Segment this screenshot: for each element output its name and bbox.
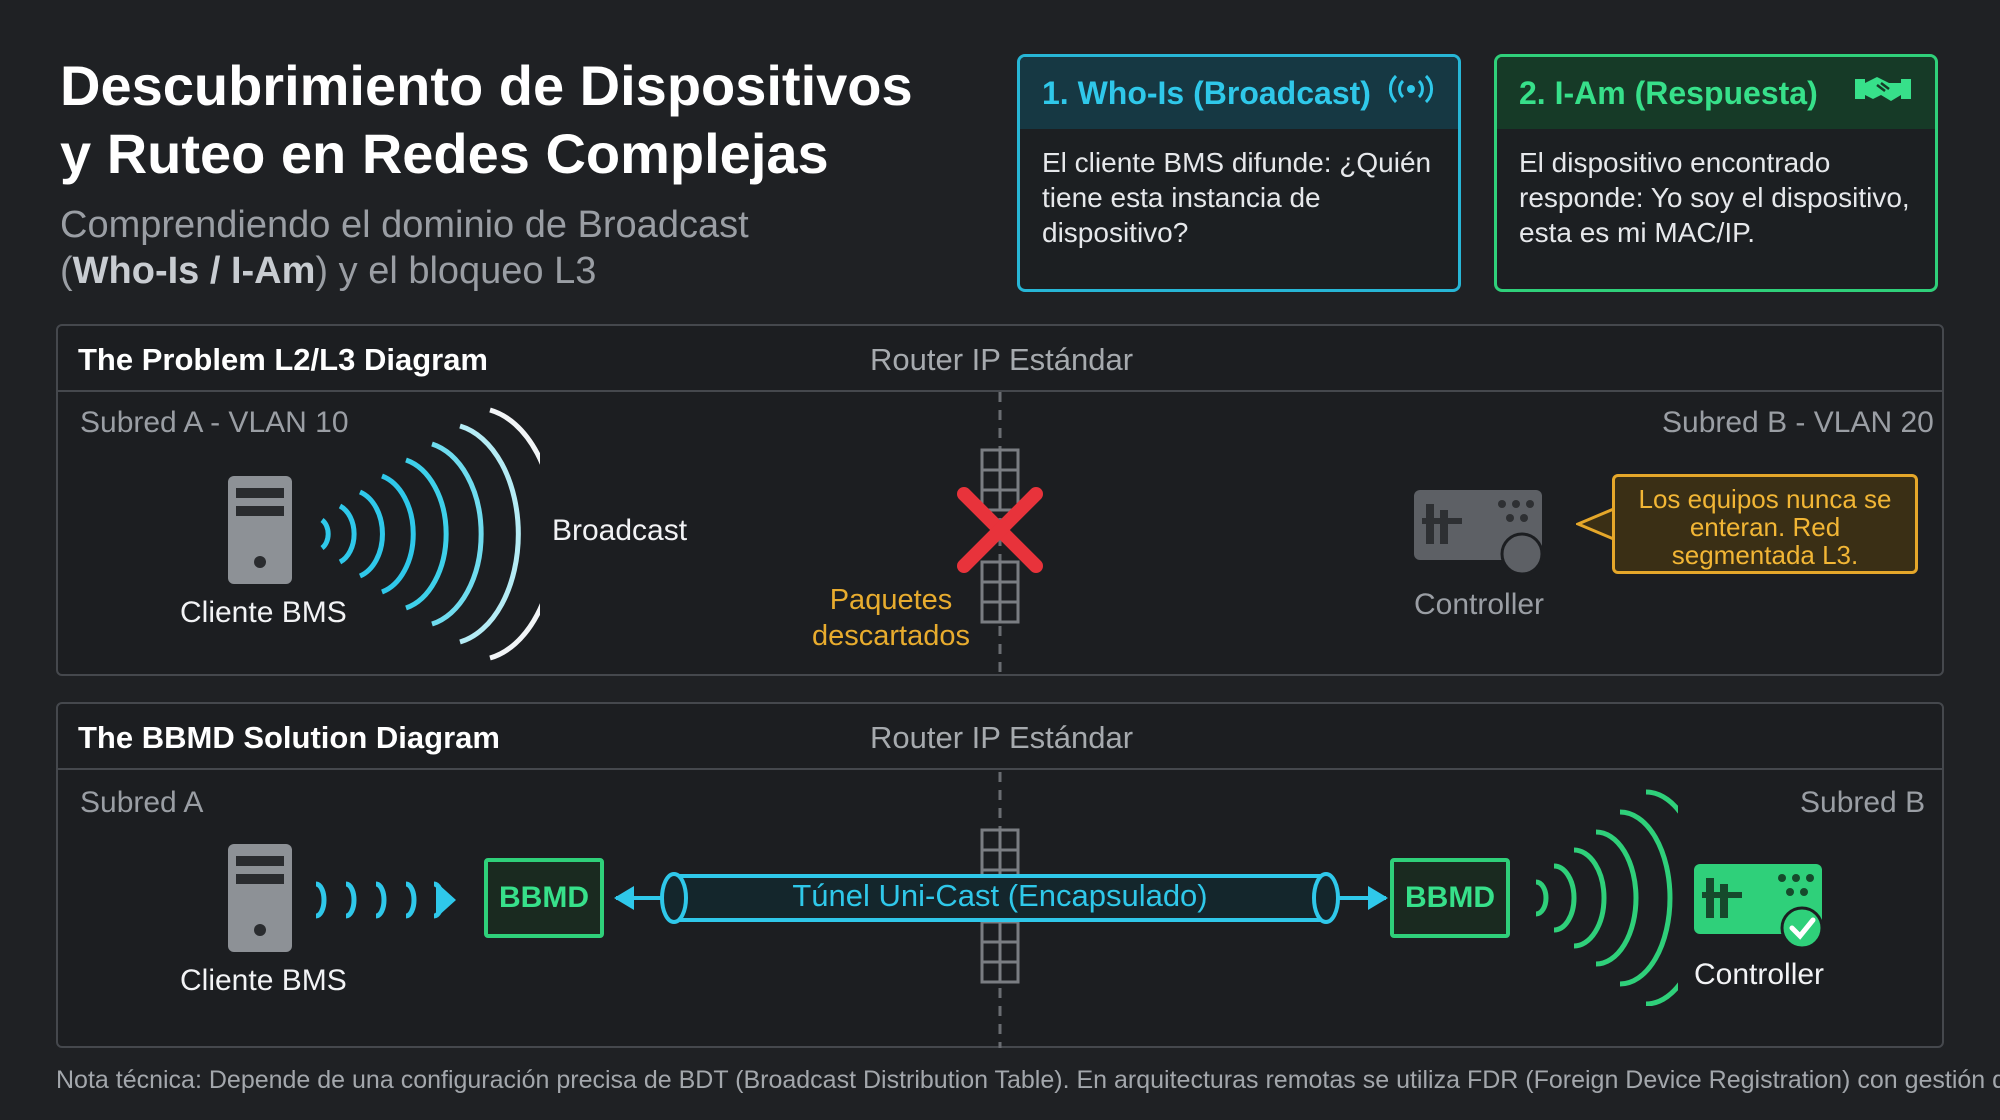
dropped-packets-label: Paquetes descartados [812, 584, 970, 652]
title-line-2: y Ruteo en Redes Complejas [60, 122, 829, 185]
blocked-x-icon [956, 486, 1044, 579]
problem-subnet-a-label: Subred A - VLAN 10 [80, 406, 349, 439]
i-am-card-body: El dispositivo encontrado responde: Yo s… [1519, 147, 1910, 248]
problem-client-label: Cliente BMS [180, 596, 347, 629]
tunnel-label: Túnel Uni-Cast (Encapsulado) [792, 878, 1208, 913]
page-title: Descubrimiento de Dispositivos y Ruteo e… [60, 52, 960, 188]
subtitle-rest: ) y el bloqueo L3 [315, 250, 597, 292]
problem-subnet-b-label: Subred B - VLAN 20 [1662, 406, 1934, 439]
who-is-card-body: El cliente BMS difunde: ¿Quién tiene est… [1042, 147, 1432, 248]
solution-subnet-b-label: Subred B [1800, 786, 1926, 819]
subtitle-line-1: Comprendiendo el dominio de Broadcast [60, 204, 749, 246]
broadcast-icon [1386, 72, 1436, 114]
problem-panel-header: The Problem L2/L3 Diagram Router IP Está… [58, 326, 1942, 392]
technical-note: Nota técnica: Depende de una configuraci… [56, 1066, 2000, 1094]
signal-waves-icon [310, 870, 470, 935]
solution-panel-title: The BBMD Solution Diagram [78, 720, 500, 755]
server-icon [226, 842, 294, 959]
page-subtitle: Comprendiendo el dominio de Broadcast (W… [60, 202, 960, 294]
subtitle-open: ( [60, 250, 73, 292]
solution-client-label: Cliente BMS [180, 964, 347, 997]
solution-router-label: Router IP Estándar [870, 720, 1134, 755]
bbmd-left-box: BBMD [484, 858, 604, 938]
who-is-card-title: 1. Who-Is (Broadcast) [1042, 74, 1371, 111]
bbmd-right-box: BBMD [1390, 858, 1510, 938]
i-am-card: 2. I-Am (Respuesta) El dispositivo encon… [1494, 54, 1938, 292]
rebroadcast-waves-icon [1528, 786, 1707, 1011]
controller-icon-grey [1412, 488, 1546, 583]
unicast-tunnel [612, 862, 1390, 939]
controller-icon-green [1692, 862, 1826, 957]
who-is-card: 1. Who-Is (Broadcast) El cliente BMS dif… [1017, 54, 1461, 292]
handshake-icon [1853, 71, 1913, 115]
solution-controller-label: Controller [1694, 958, 1825, 991]
broadcast-label: Broadcast [552, 514, 688, 547]
solution-panel-header: The BBMD Solution Diagram Router IP Está… [58, 704, 1942, 770]
who-is-card-header: 1. Who-Is (Broadcast) [1020, 57, 1458, 129]
solution-subnet-a-label: Subred A [80, 786, 204, 819]
problem-panel-title: The Problem L2/L3 Diagram [78, 342, 488, 377]
broadcast-waves-icon [310, 404, 559, 669]
problem-router-label: Router IP Estándar [870, 342, 1134, 377]
subtitle-line-2: (Who-Is / I-Am) y el bloqueo L3 [60, 248, 960, 294]
i-am-card-header: 2. I-Am (Respuesta) [1497, 57, 1935, 129]
callout-note: Los equipos nunca se enteran. Red segmen… [1612, 474, 1918, 574]
callout-pointer [1574, 506, 1617, 547]
router-divider-line [976, 772, 1026, 1053]
title-line-1: Descubrimiento de Dispositivos [60, 54, 913, 117]
router-divider-line [976, 392, 1026, 679]
i-am-card-title: 2. I-Am (Respuesta) [1519, 74, 1818, 111]
server-icon [226, 474, 294, 591]
subtitle-bold: Who-Is / I-Am [72, 250, 316, 292]
problem-controller-label: Controller [1414, 588, 1545, 621]
